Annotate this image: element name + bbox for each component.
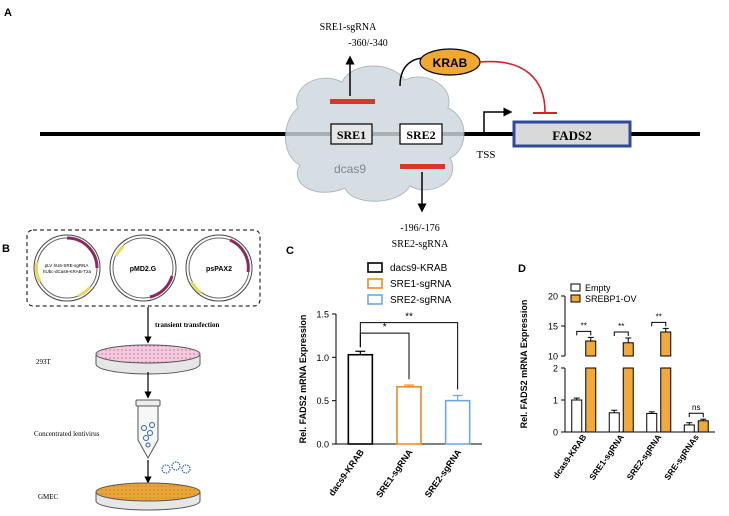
fads2-label: FADS2 — [552, 128, 591, 143]
c-bar — [347, 353, 374, 445]
d-y-axis-label: Rel. FADS2 mRNA Expression — [519, 300, 529, 429]
panel-b-label: B — [2, 243, 10, 255]
c-legend-swatch — [367, 294, 383, 305]
c-bar — [396, 385, 422, 445]
panel-b: B pLV hU6-SRE-sgRNA hUbc-dCas9-KRAB-T2a … — [2, 229, 261, 511]
dcas9-label: dcas9 — [334, 162, 366, 176]
plasmid-2-label: pMD2.G — [130, 266, 157, 273]
plasmid-1: pLV hU6-SRE-sgRNA hUbc-dCas9-KRAB-T2a — [33, 234, 101, 302]
virus-icon — [161, 461, 191, 474]
d-y-tick-label: 15 — [548, 322, 558, 332]
d-bar-upper — [622, 342, 634, 357]
d-bar-lower — [660, 367, 672, 433]
sre1-label: SRE1 — [337, 128, 366, 142]
plasmid-box — [26, 229, 261, 307]
sre2-sgrna-title: SRE2-sgRNA — [392, 239, 449, 250]
panel-d-label: D — [518, 263, 526, 275]
d-legend-swatch — [570, 294, 581, 303]
dish-293t — [95, 344, 201, 375]
c-legend-swatch — [367, 278, 383, 289]
sre2-sgrna-range: -196/-176 — [400, 223, 439, 234]
tss-label: TSS — [477, 149, 496, 161]
d-bar — [571, 399, 583, 433]
d-x-tick-label: SRE1-sgRNA — [587, 432, 626, 481]
d-significance-bracket — [576, 330, 592, 336]
c-significance-bracket — [359, 322, 459, 390]
d-x-tick-label: SRE-sgRNAs — [662, 432, 701, 482]
c-x-tick-label: SRE1-sgRNA — [374, 447, 415, 499]
c-legend-label: SRE1-sgRNA — [390, 279, 451, 290]
c-y-axis-label: Rel. FADS2 mRNA Expression — [298, 315, 308, 444]
d-legend-swatch — [570, 283, 581, 292]
d-bar — [697, 420, 709, 433]
d-bar-upper — [660, 331, 672, 357]
sre1-sgrna-title: SRE1-sgRNA — [320, 22, 377, 33]
d-significance-label: ** — [581, 321, 587, 330]
d-x-tick-label: SRE2-sgRNA — [625, 432, 664, 481]
d-y-tick-label: 10 — [548, 352, 558, 362]
c-x-tick-label: SRE2-sgRNA — [423, 447, 464, 499]
fads2-box — [512, 120, 632, 148]
d-significance-bracket — [613, 331, 629, 336]
c-legend-swatch — [367, 262, 383, 273]
d-significance-label: ns — [692, 403, 700, 412]
dish1-label: 293T — [36, 358, 52, 366]
dish-gmec — [95, 482, 201, 511]
d-bar — [683, 424, 695, 433]
d-y-tick-label: 20 — [548, 292, 558, 302]
d-legend-label: Empty — [585, 283, 611, 293]
c-y-tick-label: 1.0 — [316, 353, 329, 363]
d-legend-label: SREBP1-OV — [585, 294, 637, 304]
c-y-tick-label: 0.0 — [316, 440, 329, 450]
sre2-label: SRE2 — [406, 128, 435, 142]
d-y-tick-label: 0 — [553, 428, 558, 438]
plasmid-3-label: psPAX2 — [206, 266, 232, 273]
c-x-tick-label: dacs9-KRAB — [327, 447, 367, 498]
plasmid-3: psPAX2 — [185, 234, 253, 302]
c-legend-label: SRE2-sgRNA — [390, 295, 451, 306]
d-significance-bracket — [651, 321, 667, 327]
d-bar — [646, 412, 658, 433]
d-bar-lower — [622, 367, 634, 433]
plasmid-1-label: pLV hU6-SRE-sgRNA hUbc-dCas9-KRAB-T2a — [43, 263, 92, 274]
sre2-sgrna-bar — [400, 164, 445, 169]
d-significance-bracket — [688, 412, 704, 418]
tube-label: Concentrated lentivirus — [34, 430, 100, 438]
d-y-tick-label: 1 — [553, 396, 558, 406]
krab-label: KRAB — [433, 56, 468, 70]
panel-a: A SRE1 SRE2 dcas9 SRE1-sgRNA -360/-340 -… — [4, 7, 700, 250]
sre1-sgrna-range: -360/-340 — [348, 38, 387, 49]
d-significance-label: ** — [618, 322, 624, 331]
tube-icon — [135, 399, 161, 460]
c-legend-label: dacs9-KRAB — [390, 263, 448, 274]
c-y-tick-label: 1.5 — [316, 310, 329, 320]
tss-arrow — [483, 107, 513, 132]
step-transfection-label: transient transfection — [155, 321, 219, 329]
d-bar-upper — [585, 340, 597, 357]
panel-c-label: C — [286, 245, 294, 257]
sre1-box — [330, 123, 373, 145]
d-y-tick-label: 2 — [553, 364, 558, 374]
d-bar — [608, 412, 620, 433]
d-bar-lower — [585, 367, 597, 433]
c-significance-label: ** — [405, 312, 413, 323]
dish2-label: GMEC — [38, 493, 59, 501]
sre1-sgrna-bar — [330, 99, 375, 104]
c-y-tick-label: 0.5 — [316, 396, 329, 406]
c-significance-label: * — [383, 322, 387, 333]
plasmid-2: pMD2.G — [109, 234, 177, 302]
sre2-box — [399, 123, 443, 145]
d-significance-label: ** — [656, 312, 662, 321]
inhibit-line — [479, 60, 546, 113]
panel-a-label: A — [4, 7, 12, 19]
c-bar — [444, 399, 471, 445]
d-x-tick-label: dcas9-KRAB — [551, 432, 589, 480]
